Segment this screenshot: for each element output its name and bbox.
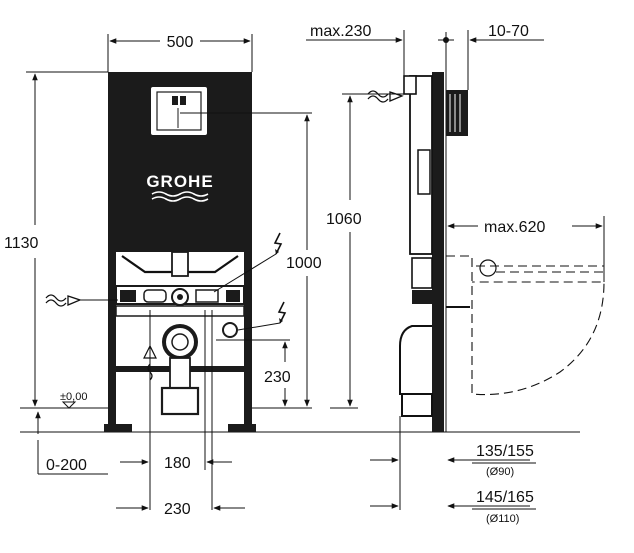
- flush-button-small-icon: [172, 96, 178, 105]
- dim-145-label: 145/165: [476, 489, 534, 506]
- dim-230w-label: 230: [164, 501, 191, 518]
- drain-up-arrow-icon: [143, 344, 157, 359]
- grohe-wave-icon-2: [151, 196, 209, 202]
- frame-left-post: [108, 72, 116, 430]
- frame-right-post: [244, 72, 252, 430]
- side-bolt-block: [412, 290, 432, 304]
- side-water-supply-icon: [367, 90, 389, 98]
- grohe-wave-icon: [151, 191, 209, 197]
- dim-pipe90-label: (Ø90): [486, 466, 514, 478]
- side-inlet: [403, 75, 417, 95]
- dim-0-200-label: 0-200: [46, 457, 87, 474]
- lower-rail: [115, 305, 245, 317]
- electric-icon-upper: [273, 232, 283, 255]
- flush-button-large-icon: [180, 96, 186, 105]
- water-inlet-valve: [143, 289, 167, 303]
- drain-connector-inner: [171, 333, 189, 351]
- water-supply-icon: [45, 294, 67, 302]
- flush-plate: [149, 85, 209, 137]
- wc-seat-outline: [476, 265, 604, 273]
- drain-wave-icon: [147, 363, 153, 381]
- side-flush-valve: [417, 149, 431, 195]
- wc-bowl-outline: [446, 255, 605, 396]
- electric-outlet: [222, 322, 238, 338]
- electric-leader-lower: [237, 322, 281, 331]
- side-frame-post: [432, 72, 444, 432]
- side-water-supply-icon-2: [367, 95, 389, 103]
- zero-level-marker-icon: [61, 401, 77, 409]
- dim-1060-label: 1060: [326, 211, 362, 228]
- front-view: GROHE: [4, 34, 404, 518]
- side-view: max.230 10-70 max.620 135/155 (Ø90) 145/…: [306, 23, 605, 525]
- zero-level-label: ±0,00: [60, 391, 87, 403]
- dim-10-70-label: 10-70: [488, 23, 529, 40]
- dim-1000-label: 1000: [286, 255, 322, 272]
- side-water-supply-arrow-icon: [389, 91, 404, 102]
- dim-500-label: 500: [167, 34, 194, 51]
- electric-icon-upper-tip: [275, 249, 279, 254]
- flush-pipe: [171, 251, 189, 277]
- electric-leader-upper: [213, 253, 277, 293]
- electric-icon-lower: [277, 301, 287, 324]
- dim-180-label: 180: [164, 455, 191, 472]
- right-fixture: [226, 290, 240, 302]
- grohe-logo: GROHE: [146, 172, 213, 191]
- side-drain-outlet: [401, 393, 433, 417]
- flush-plate-inner: [156, 91, 202, 131]
- side-flush-plate: [446, 90, 468, 136]
- crosshair-center-icon: [443, 37, 449, 43]
- side-drain-bend: [399, 325, 432, 395]
- wc-seat-hinge: [479, 259, 497, 277]
- power-box: [195, 289, 219, 303]
- dim-max230-label: max.230: [310, 23, 371, 40]
- dim-pipe110-label: (Ø110): [486, 513, 519, 525]
- bolt-center-hole: [177, 294, 183, 300]
- electric-icon-lower-tip: [279, 318, 283, 323]
- left-fixture: [120, 290, 136, 302]
- frame-left-foot: [104, 424, 132, 432]
- dim-135-label: 135/155: [476, 443, 534, 460]
- frame-top-rail: [108, 72, 252, 80]
- side-lower-bracket: [411, 257, 433, 289]
- drain-pipe: [169, 357, 191, 389]
- drain-bend: [160, 386, 200, 416]
- water-supply-icon-2: [45, 299, 67, 307]
- dim-230h-label: 230: [264, 369, 291, 386]
- dim-max620-label: max.620: [484, 219, 545, 236]
- dim-1130-label: 1130: [4, 235, 39, 252]
- water-supply-arrow-icon: [67, 295, 82, 306]
- frame-right-foot: [228, 424, 256, 432]
